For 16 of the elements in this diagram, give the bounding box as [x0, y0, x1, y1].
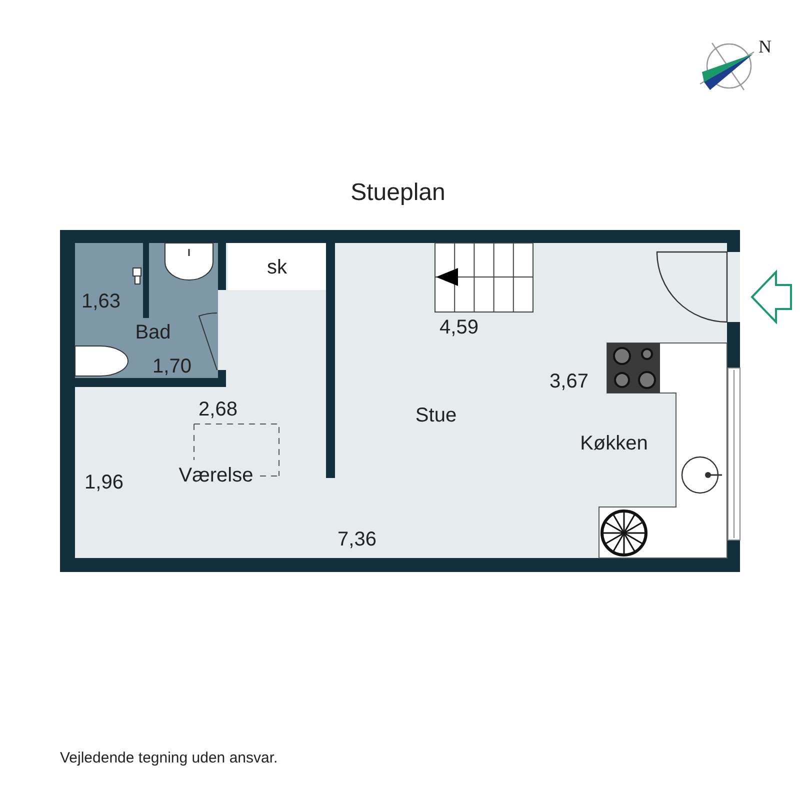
room-name: Værelse [178, 464, 254, 488]
storage-area [228, 243, 326, 290]
room-dimension: 4,59 [440, 316, 478, 340]
room-dimension: 7,36 [338, 528, 376, 552]
room-dimension: 1,70 [152, 356, 192, 378]
room-name: sk [267, 256, 287, 280]
room-name: Stue [415, 404, 457, 428]
room-name: Bad [135, 322, 171, 344]
room-dimension: 2,68 [198, 398, 238, 422]
compass-letter: N [758, 36, 772, 58]
room-dimension: 1,96 [84, 472, 124, 494]
room-dimension: 1,63 [82, 290, 120, 314]
room-dimension: 3,67 [550, 370, 588, 394]
disclaimer-note: Vejledende tegning uden ansvar. [60, 750, 278, 766]
plan-title: Stueplan [350, 179, 446, 207]
room-name: Køkken [580, 432, 648, 456]
